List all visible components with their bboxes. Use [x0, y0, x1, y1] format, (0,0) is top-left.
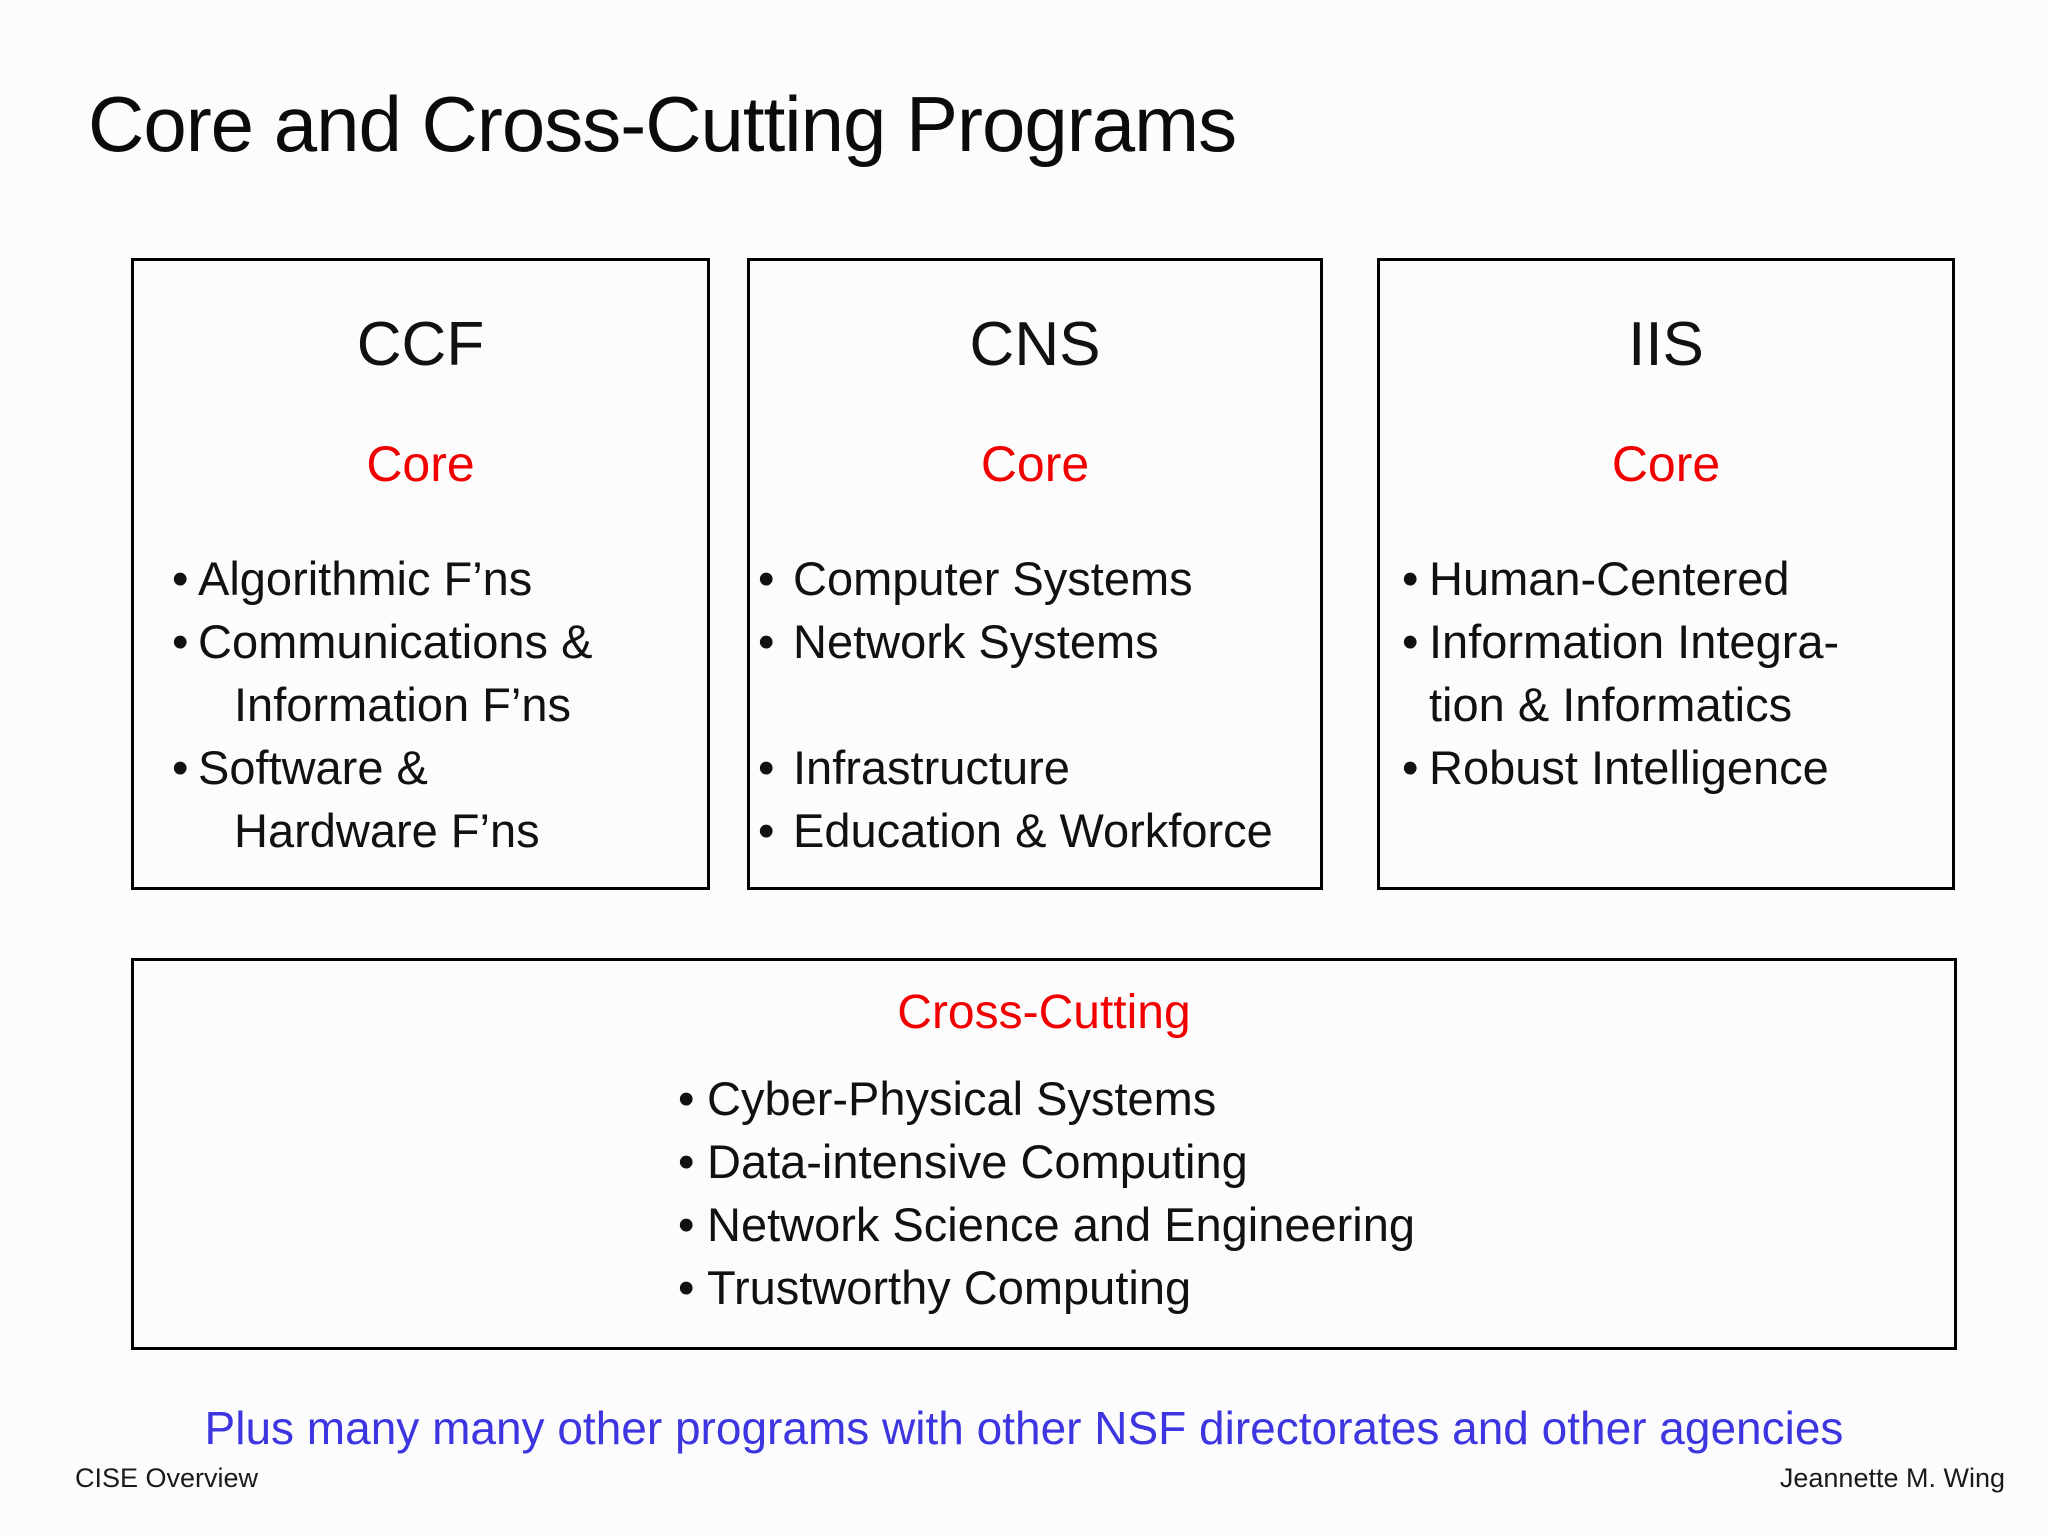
- footer-right-text: Jeannette M. Wing: [1779, 1463, 2005, 1493]
- list-item: •Algorithmic F’ns: [172, 547, 707, 610]
- list-item-text: Computer Systems: [793, 552, 1193, 605]
- list-item: • Network Systems: [758, 610, 1320, 673]
- iis-bullet-list: •Human-Centered •Information Integra- ti…: [1380, 547, 1952, 799]
- iis-box: IIS Core •Human-Centered •Information In…: [1377, 258, 1955, 890]
- list-item-text: Cyber-Physical Systems: [707, 1072, 1217, 1125]
- bullet-icon: •: [758, 552, 775, 605]
- list-item: •Information Integra- tion & Informatics: [1402, 610, 1952, 736]
- list-item: •Robust Intelligence: [1402, 736, 1952, 799]
- ccf-core-label: Core: [366, 436, 475, 492]
- bullet-icon: •: [758, 741, 775, 794]
- list-item-text: Hardware F’ns: [234, 804, 540, 857]
- list-item: •Communications & Information F’ns: [172, 610, 707, 736]
- footer-left-text: CISE Overview: [75, 1463, 259, 1493]
- list-item-text: tion & Informatics: [1429, 678, 1793, 731]
- iis-core-label: Core: [1611, 436, 1721, 492]
- list-item-text: Education & Workforce: [793, 804, 1273, 857]
- bullet-icon: •: [1402, 615, 1419, 668]
- list-item: •Trustworthy Computing: [678, 1256, 1954, 1319]
- list-item-text: Information F’ns: [234, 678, 571, 731]
- bullet-icon: •: [1402, 741, 1419, 794]
- list-item: •Cyber-Physical Systems: [678, 1067, 1954, 1130]
- list-item-text: Information Integra-: [1429, 615, 1840, 668]
- cns-box-title: CNS: [969, 310, 1101, 379]
- list-item-text: Network Science and Engineering: [707, 1198, 1416, 1251]
- cns-core-label: Core: [980, 436, 1090, 492]
- bullet-icon: •: [678, 1072, 695, 1125]
- ccf-bullet-list: •Algorithmic F’ns •Communications & Info…: [134, 547, 707, 862]
- list-item: • Computer Systems: [758, 547, 1320, 610]
- footnote-text: Plus many many other programs with other…: [204, 1402, 1844, 1454]
- list-item-text: Data-intensive Computing: [707, 1135, 1248, 1188]
- bullet-icon: •: [758, 615, 775, 668]
- list-item-text: Infrastructure: [793, 741, 1070, 794]
- bullet-icon: •: [1402, 552, 1419, 605]
- list-item: •Data-intensive Computing: [678, 1130, 1954, 1193]
- cross-cutting-box: Cross-Cutting •Cyber-Physical Systems •D…: [131, 958, 1957, 1350]
- bullet-icon: •: [172, 741, 189, 794]
- list-item-text: Human-Centered: [1429, 552, 1790, 605]
- cross-cutting-title: Cross-Cutting: [897, 986, 1191, 1039]
- page-title: Core and Cross-Cutting Programs: [88, 80, 1237, 168]
- ccf-box-title: CCF: [356, 310, 485, 379]
- bullet-icon: •: [172, 552, 189, 605]
- list-item: •Software & Hardware F’ns: [172, 736, 707, 862]
- cns-bullet-list: • Computer Systems • Network Systems • Infr…: [750, 547, 1320, 862]
- list-item: •Human-Centered: [1402, 547, 1952, 610]
- iis-box-title: IIS: [1628, 310, 1704, 379]
- list-item: • Education & Workforce: [758, 799, 1320, 862]
- bullet-icon: •: [758, 804, 775, 857]
- list-item-text: Network Systems: [793, 615, 1159, 668]
- bullet-icon: •: [172, 615, 189, 668]
- list-item-text: Communications &: [198, 615, 593, 668]
- list-item-text: Trustworthy Computing: [707, 1261, 1192, 1314]
- list-item-text: Software &: [198, 741, 428, 794]
- bullet-icon: •: [678, 1135, 695, 1188]
- list-item: • Infrastructure: [758, 736, 1320, 799]
- ccf-box: CCF Core •Algorithmic F’ns •Communicatio…: [131, 258, 710, 890]
- list-item-text: Robust Intelligence: [1429, 741, 1829, 794]
- cross-cutting-bullet-list: •Cyber-Physical Systems •Data-intensive …: [134, 1067, 1954, 1319]
- bullet-icon: •: [678, 1198, 695, 1251]
- list-item: •Network Science and Engineering: [678, 1193, 1954, 1256]
- list-item-text: Algorithmic F’ns: [198, 552, 533, 605]
- bullet-icon: •: [678, 1261, 695, 1314]
- cns-box: CNS Core • Computer Systems • Network Syst…: [747, 258, 1323, 890]
- list-spacer: [758, 673, 1320, 736]
